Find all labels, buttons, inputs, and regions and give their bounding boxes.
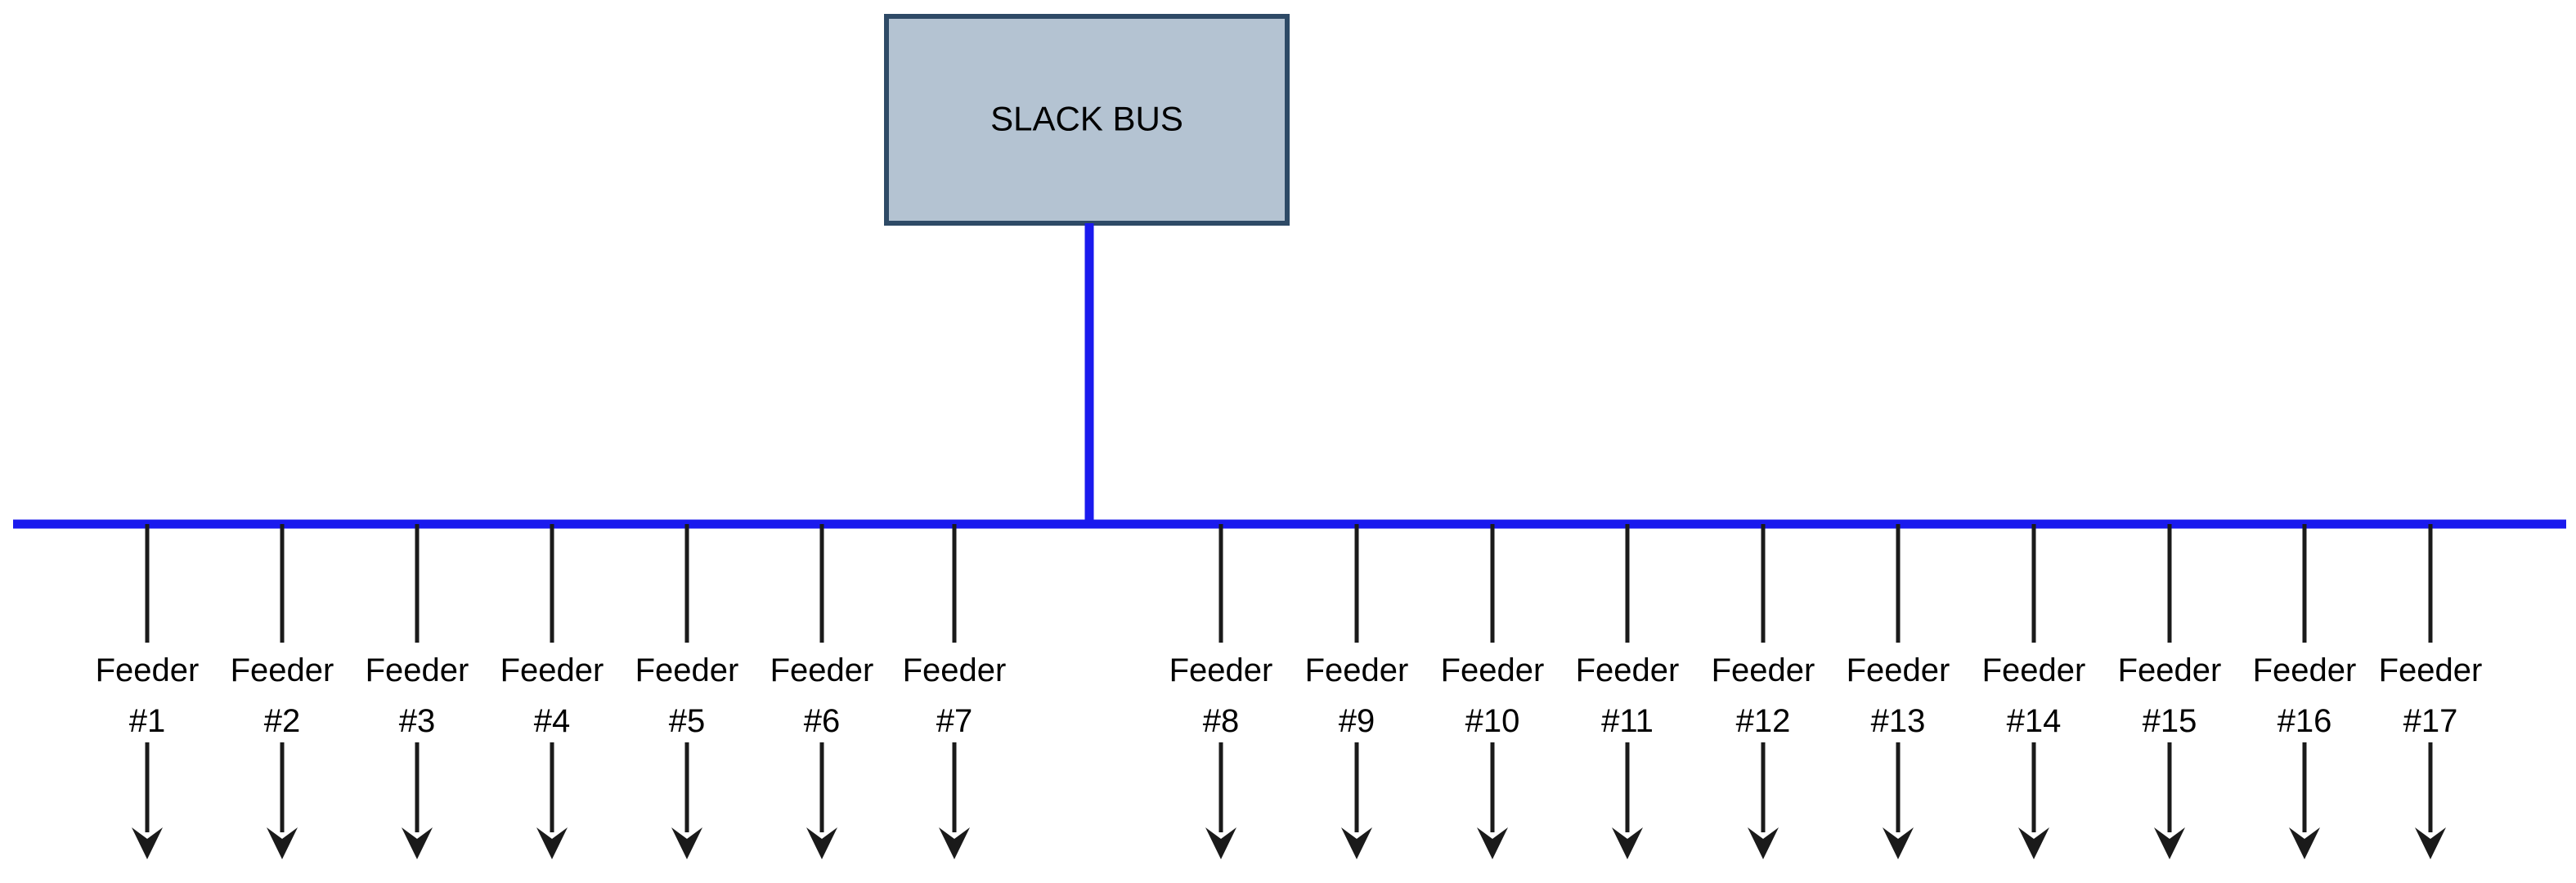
slack-bus-riser-line — [1084, 223, 1094, 529]
feeder-label-name: Feeder — [1982, 652, 2086, 688]
feeder-label-name: Feeder — [635, 652, 739, 688]
feeder-13[interactable]: Feeder #13 — [1847, 524, 1950, 859]
feeder-load-arrow-icon — [2018, 827, 2049, 859]
feeder-label-name: Feeder — [1847, 652, 1950, 688]
feeder-7[interactable]: Feeder #7 — [903, 524, 1007, 859]
feeder-label-number: #15 — [2143, 703, 2197, 739]
feeder-label-number: #6 — [804, 703, 841, 739]
feeder-label-number: #9 — [1339, 703, 1376, 739]
feeder-load-arrow-icon — [402, 827, 433, 859]
slack-bus-node[interactable]: SLACK BUS — [884, 14, 1290, 226]
feeder-label-number: #1 — [129, 703, 166, 739]
feeder-label-number: #14 — [2007, 703, 2062, 739]
feeder-label-number: #10 — [1465, 703, 1520, 739]
feeder-9[interactable]: Feeder #9 — [1305, 524, 1409, 859]
feeder-12[interactable]: Feeder #12 — [1712, 524, 1815, 859]
feeder-label-name: Feeder — [2253, 652, 2357, 688]
feeder-10[interactable]: Feeder #10 — [1441, 524, 1545, 859]
feeder-5[interactable]: Feeder #5 — [635, 524, 739, 859]
slack-bus-label: SLACK BUS — [990, 100, 1183, 138]
feeder-label-name: Feeder — [770, 652, 874, 688]
feeder-label-number: #13 — [1871, 703, 1926, 739]
feeder-label-name: Feeder — [1712, 652, 1815, 688]
feeder-label-name: Feeder — [231, 652, 334, 688]
feeder-label-number: #3 — [399, 703, 436, 739]
slack-bus-box[interactable] — [884, 14, 1290, 226]
feeder-load-arrow-icon — [2154, 827, 2185, 859]
feeder-label-number: #17 — [2403, 703, 2458, 739]
feeder-15[interactable]: Feeder #15 — [2118, 524, 2222, 859]
feeder-label-number: #11 — [1601, 703, 1654, 739]
feeder-load-arrow-icon — [1477, 827, 1508, 859]
feeder-3[interactable]: Feeder #3 — [366, 524, 469, 859]
feeder-label-name: Feeder — [1576, 652, 1680, 688]
feeder-label-name: Feeder — [2118, 652, 2222, 688]
feeder-1[interactable]: Feeder #1 — [96, 524, 200, 859]
feeder-load-arrow-icon — [267, 827, 298, 859]
main-bus-bar — [13, 519, 2566, 529]
feeder-6[interactable]: Feeder #6 — [770, 524, 874, 859]
feeder-load-arrow-icon — [1748, 827, 1779, 859]
feeder-label-name: Feeder — [500, 652, 604, 688]
feeder-load-arrow-icon — [2415, 827, 2446, 859]
feeder-8[interactable]: Feeder #8 — [1169, 524, 1273, 859]
feeder-11[interactable]: Feeder #11 — [1576, 524, 1680, 859]
feeder-label-number: #2 — [264, 703, 301, 739]
feeder-load-arrow-icon — [1612, 827, 1643, 859]
feeder-label-number: #7 — [936, 703, 973, 739]
feeder-load-arrow-icon — [806, 827, 837, 859]
feeder-14[interactable]: Feeder #14 — [1982, 524, 2086, 859]
feeder-group: Feeder #1 Feeder #2 Feeder #3 Feeder #4 Feeder #5… — [96, 524, 2483, 859]
feeder-2[interactable]: Feeder #2 — [231, 524, 334, 859]
feeder-label-number: #5 — [669, 703, 706, 739]
feeder-label-number: #4 — [534, 703, 571, 739]
feeder-load-arrow-icon — [1883, 827, 1914, 859]
feeder-load-arrow-icon — [1205, 827, 1236, 859]
feeder-label-name: Feeder — [366, 652, 469, 688]
feeder-label-name: Feeder — [96, 652, 200, 688]
feeder-label-number: #8 — [1203, 703, 1240, 739]
feeder-load-arrow-icon — [1341, 827, 1372, 859]
feeder-4[interactable]: Feeder #4 — [500, 524, 604, 859]
feeder-load-arrow-icon — [132, 827, 163, 859]
feeder-16[interactable]: Feeder #16 — [2253, 524, 2357, 859]
feeder-label-number: #16 — [2278, 703, 2332, 739]
feeder-label-name: Feeder — [2379, 652, 2483, 688]
feeder-label-name: Feeder — [903, 652, 1007, 688]
feeder-load-arrow-icon — [2289, 827, 2320, 859]
feeder-load-arrow-icon — [671, 827, 702, 859]
feeder-label-name: Feeder — [1305, 652, 1409, 688]
feeder-load-arrow-icon — [536, 827, 568, 859]
feeder-label-name: Feeder — [1169, 652, 1273, 688]
feeder-label-name: Feeder — [1441, 652, 1545, 688]
feeder-load-arrow-icon — [939, 827, 970, 859]
feeder-label-number: #12 — [1736, 703, 1791, 739]
feeder-17[interactable]: Feeder #17 — [2379, 524, 2483, 859]
